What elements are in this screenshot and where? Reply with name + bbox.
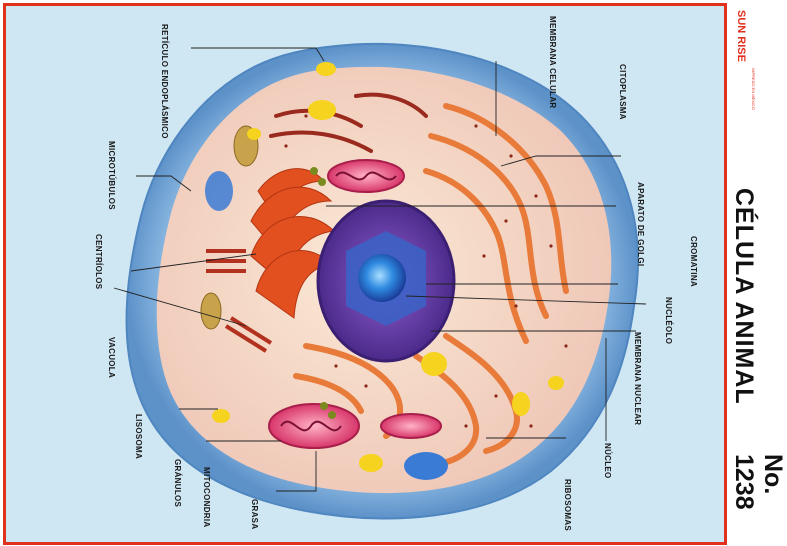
fat-droplets <box>212 62 564 472</box>
animal-cell-diagram <box>113 42 647 520</box>
imprint-text: IMPRESO EN MÉXICO <box>751 68 756 111</box>
label-lisosoma: LISOSOMA <box>134 414 143 460</box>
label-microtubulos: MICROTÚBULOS <box>107 141 116 210</box>
vacuoles <box>200 125 448 480</box>
poster-number: No. 1238 <box>730 454 787 510</box>
label-membrana-celular: MEMBRANA CELULAR <box>548 16 557 109</box>
label-membrana-nuclear: MEMBRANA NUCLEAR <box>633 332 642 426</box>
granules <box>310 167 336 419</box>
golgi-apparatus <box>250 168 336 319</box>
label-vacuola: VACUOLA <box>107 337 116 379</box>
label-granulos: GRÁNULOS <box>173 459 182 508</box>
leader-lines <box>113 47 647 492</box>
ribosome-dots <box>284 114 568 428</box>
poster-frame: RETÍCULO ENDOPLÁSMICO MEMBRANA CELULAR C… <box>3 3 727 545</box>
label-nucleo: NÚCLEO <box>603 443 612 479</box>
nucleolus <box>358 254 406 302</box>
mitochondria <box>268 159 442 449</box>
label-mitocondria: MITOCONDRIA <box>202 467 211 528</box>
brand-logo: SUN RISE <box>735 10 747 62</box>
label-reticulo-endoplasmico: RETÍCULO ENDOPLÁSMICO <box>160 24 169 139</box>
label-nucleolo: NUCLÉOLO <box>664 297 673 345</box>
label-citoplasma: CITOPLASMA <box>618 64 627 120</box>
label-cromatina: CROMATINA <box>689 236 698 287</box>
label-centriolos: CENTRÍOLOS <box>94 234 103 290</box>
label-ribosomas: RIBOSOMAS <box>563 479 572 532</box>
label-grasa: GRASA <box>250 499 259 530</box>
label-aparato-de-golgi: APARATO DE GOLGI <box>636 182 645 267</box>
poster-title: CÉLULA ANIMAL <box>730 188 758 405</box>
centrioles <box>206 249 273 353</box>
